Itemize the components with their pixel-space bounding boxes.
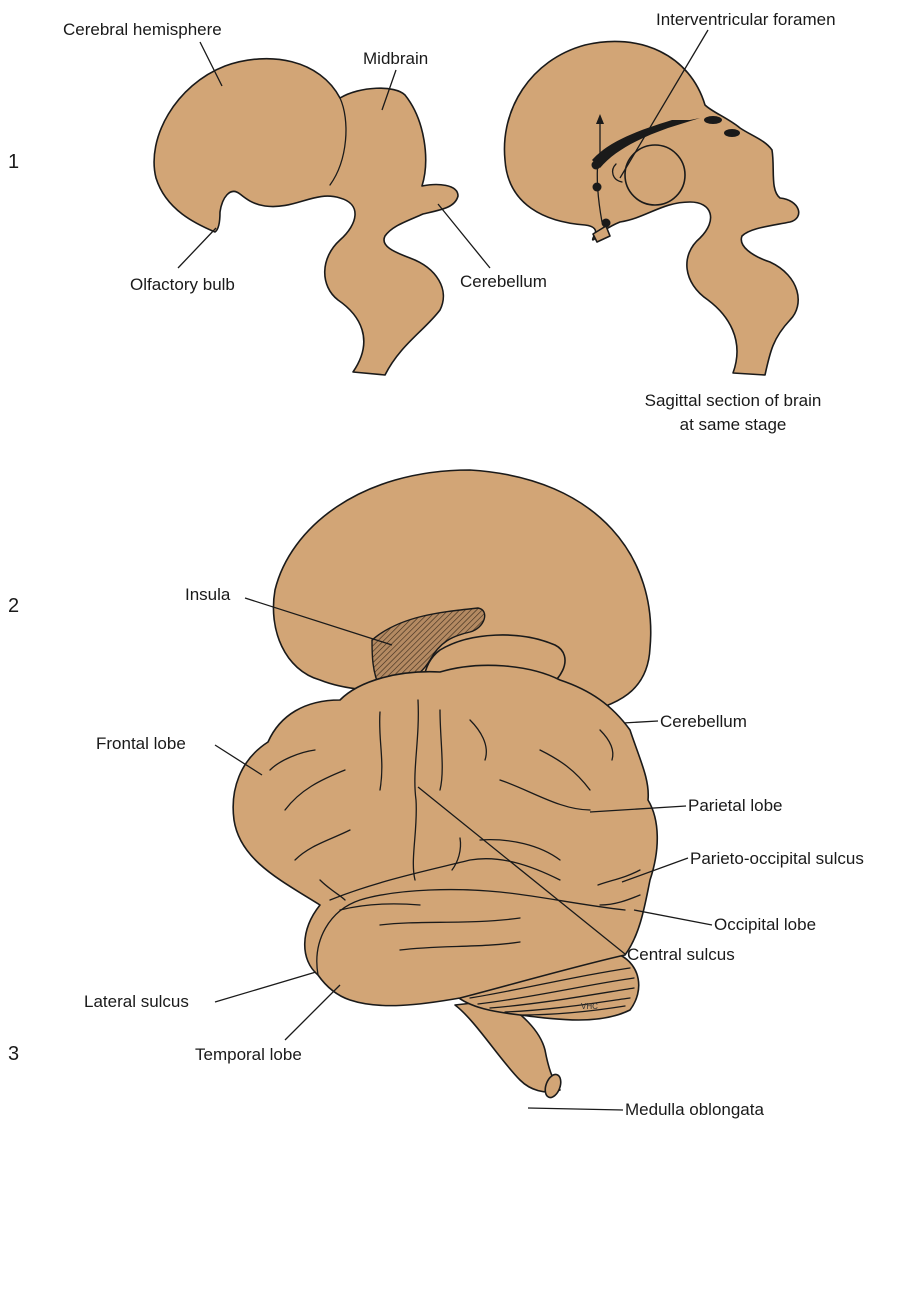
stage1-sagittal-brain [504,41,798,375]
leader-cerebellum-stage1 [438,204,490,268]
label-cerebellum-stage2: Cerebellum [660,712,747,731]
label-sagittal-line1: Sagittal section of brain [645,391,822,410]
label-interventricular-foramen: Interventricular foramen [656,10,836,29]
leader-medulla-oblongata [528,1108,623,1110]
leader-occipital-lobe [634,910,712,925]
label-cerebellum-stage1: Cerebellum [460,272,547,291]
label-olfactory-bulb: Olfactory bulb [130,275,235,294]
stage3-cerebrum [233,665,657,1005]
artist-signature: VHC [581,1002,598,1011]
label-parietal-lobe: Parietal lobe [688,796,783,815]
label-lateral-sulcus: Lateral sulcus [84,992,189,1011]
label-cerebral-hemisphere: Cerebral hemisphere [63,20,222,39]
label-parieto-occipital-sulcus: Parieto-occipital sulcus [690,849,864,868]
stage-number-1: 1 [8,151,19,173]
label-frontal-lobe: Frontal lobe [96,734,186,753]
leader-olfactory-bulb [178,228,216,268]
stage3-brain [233,665,657,1099]
label-central-sulcus: Central sulcus [627,945,735,964]
stage-number-3: 3 [8,1043,19,1065]
label-temporal-lobe: Temporal lobe [195,1045,302,1064]
label-midbrain: Midbrain [363,49,428,68]
stage1-lateral-brain [154,59,458,375]
label-medulla-oblongata: Medulla oblongata [625,1100,764,1119]
leader-lateral-sulcus [215,972,316,1002]
label-occipital-lobe: Occipital lobe [714,915,816,934]
stage-number-2: 2 [8,595,19,617]
label-insula: Insula [185,585,231,604]
label-sagittal-line2: at same stage [680,415,787,434]
leader-temporal-lobe [285,985,340,1040]
